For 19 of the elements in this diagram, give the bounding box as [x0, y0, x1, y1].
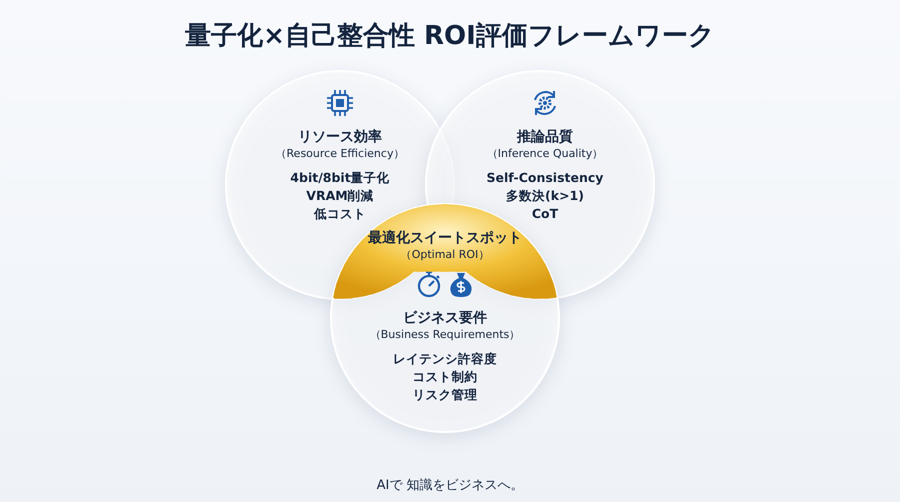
- circle-heading: リソース効率: [298, 128, 382, 146]
- list-item: Self-Consistency: [486, 170, 604, 185]
- list-item: コスト制約: [412, 369, 478, 386]
- title: 量子化×自己整合性 ROI評価フレームワーク: [185, 20, 715, 53]
- list-item: 低コスト: [314, 206, 366, 223]
- list-item: レイテンシ許容度: [393, 351, 497, 368]
- list-item: CoT: [532, 206, 558, 221]
- list-item: 4bit/8bit量子化: [290, 170, 390, 187]
- circle-heading: 推論品質: [517, 128, 573, 146]
- list-item: VRAM削減: [306, 188, 374, 205]
- circle-subheading: （Resource Efficiency）: [276, 146, 404, 161]
- circle-heading: ビジネス要件: [403, 309, 487, 327]
- circle-heading: 最適化スイートスポット: [368, 229, 522, 247]
- circle-subheading: （Inference Quality）: [486, 146, 604, 161]
- list-item: リスク管理: [412, 387, 478, 404]
- circle-subheading: （Optimal ROI）: [400, 247, 490, 262]
- list-item: 多数決(k>1): [506, 188, 584, 205]
- circle-subheading: （Business Requirements）: [370, 327, 520, 342]
- tagline: AIで 知識をビジネスへ。: [376, 477, 524, 494]
